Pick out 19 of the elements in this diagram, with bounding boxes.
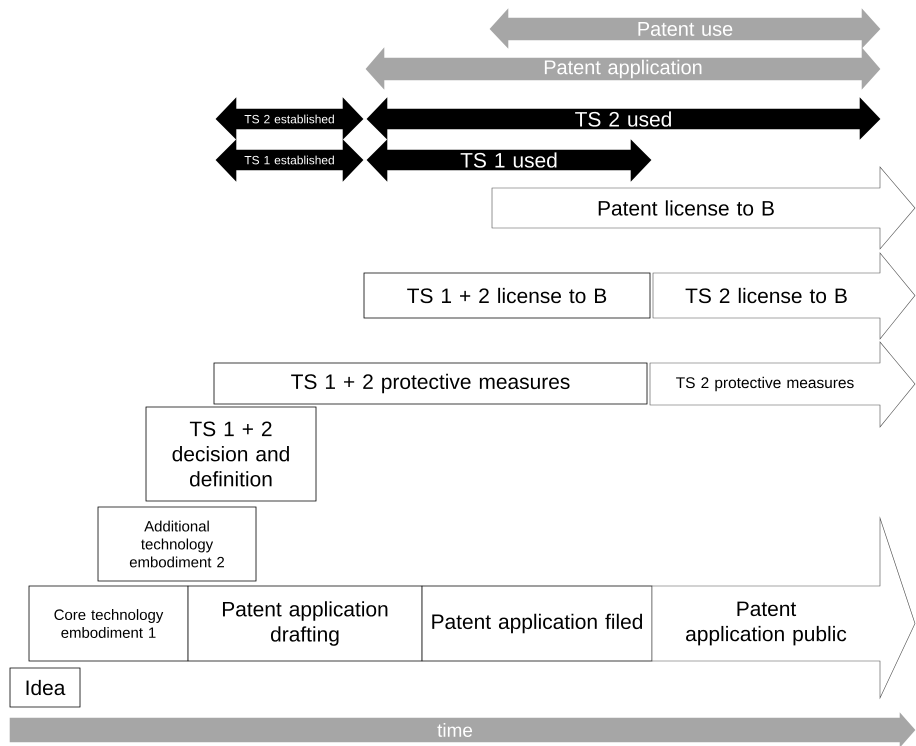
period-bar: TS 1 used	[366, 139, 652, 182]
phase-box: TS 1 + 2 decision and definition	[146, 406, 316, 502]
open-period-bar: TS 2 license to B	[652, 252, 916, 340]
period-bar: TS 2 used	[366, 97, 880, 140]
open-period-bar: Patent application public	[652, 516, 916, 700]
phase-box: Idea	[10, 668, 80, 708]
phase-box: TS 1 + 2 license to B	[364, 272, 650, 318]
phase-box: TS 1 + 2 protective measures	[214, 362, 648, 404]
period-bar: TS 2 established	[216, 97, 364, 140]
period-bar: Patent use	[490, 8, 880, 49]
phase-box: Patent application filed	[422, 586, 652, 662]
period-bar: Patent application	[366, 47, 880, 90]
open-period-bar: time	[10, 712, 916, 746]
open-period-bar: TS 2 protective measures	[650, 341, 916, 428]
phase-box: Core technology embodiment 1	[28, 586, 188, 662]
node-label: Patent application public	[686, 602, 846, 646]
period-bar: TS 1 established	[216, 139, 364, 182]
phase-box: Patent application drafting	[188, 586, 422, 662]
phase-box: Additional technology embodiment 2	[98, 506, 256, 582]
